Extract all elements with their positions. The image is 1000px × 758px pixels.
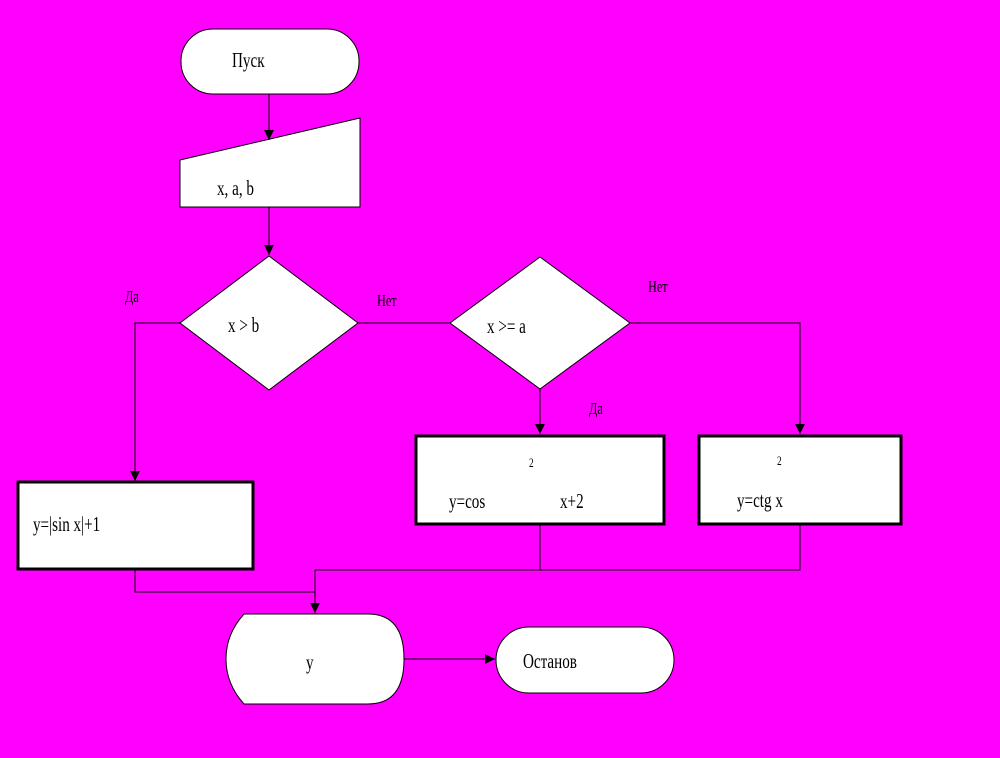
cond1-yes-label: Да: [125, 287, 139, 306]
edge-cond1-yes: [130, 322, 180, 481]
process-ctg-box: [697, 434, 903, 526]
process-cos-label-right: x+2: [560, 489, 584, 513]
output-label: y: [306, 650, 314, 674]
process-cos-exponent: 2: [529, 455, 534, 470]
output-display-shape: [225, 613, 405, 705]
process-sin-label: y=|sin x|+1: [33, 512, 101, 536]
cond2-yes-label: Да: [589, 399, 603, 418]
condition1-label: x > b: [228, 313, 260, 337]
cond1-no-label: Нет: [377, 291, 397, 310]
input-label: x, a, b: [217, 176, 254, 200]
cond2-no-label: Нет: [648, 277, 668, 296]
process-ctg-exponent: 2: [777, 453, 782, 468]
process-cos-label-left: y=cos: [449, 489, 486, 513]
start-label: Пуск: [232, 48, 265, 72]
stop-label: Останов: [523, 649, 577, 673]
input-manual-shape: [179, 117, 361, 208]
condition2-label: x >= a: [487, 314, 526, 338]
process-ctg-label: y=ctg x: [737, 488, 783, 512]
start-terminal: [180, 28, 360, 95]
edge-cos-merge: [315, 524, 541, 571]
edge-ctg-merge: [540, 524, 801, 571]
process-cos-box: [414, 434, 666, 526]
edge-sin-merge: [134, 569, 315, 593]
stop-terminal: [495, 626, 675, 694]
condition1-diamond: [179, 255, 359, 391]
process-sin-box: [16, 480, 255, 571]
edge-cond2-no: [630, 322, 805, 434]
condition2-diamond: [449, 256, 631, 390]
